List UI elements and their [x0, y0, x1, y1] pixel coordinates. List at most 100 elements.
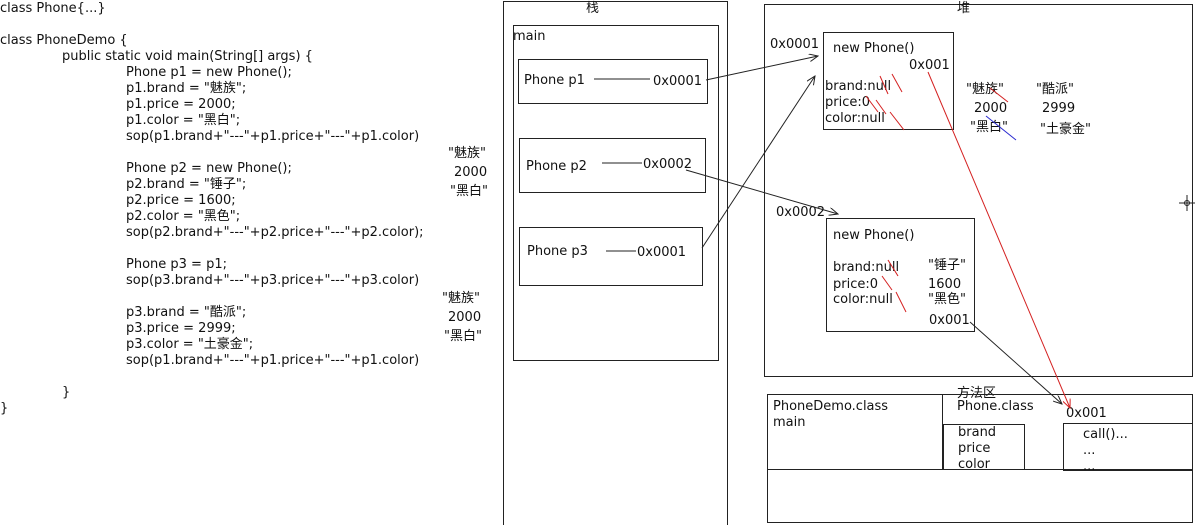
obj1-value: "魅族"	[966, 81, 1004, 97]
code-line: sop(p1.brand+"---"+p1.price+"---"+p1.col…	[126, 129, 419, 144]
obj1-box	[823, 32, 954, 130]
code-line: Phone p3 = p1;	[126, 257, 227, 272]
strike-mark	[865, 95, 879, 113]
obj2-value: 1600	[928, 277, 961, 292]
output-value: "黑白"	[444, 328, 482, 344]
strike-mark	[887, 259, 899, 277]
strike-mark	[985, 115, 1017, 141]
output-value: 2000	[454, 165, 487, 180]
code-line: p1.price = 2000;	[126, 97, 236, 112]
strike-mark	[881, 275, 893, 291]
phone-class-field: price	[958, 441, 990, 456]
code-line: p3.brand = "酷派";	[126, 305, 246, 320]
method-area-title: 方法区	[957, 385, 996, 401]
phone-class-addr: 0x001	[1066, 406, 1107, 421]
phone-class-field: color	[958, 457, 991, 472]
heap-title: 堆	[957, 1, 970, 16]
obj1-value-new: "酷派"	[1036, 82, 1074, 97]
output-value: "黑白"	[450, 183, 488, 199]
strike-mark	[891, 73, 903, 93]
code-line: }	[62, 385, 70, 400]
code-line: p1.brand = "魅族";	[126, 80, 246, 96]
obj1-title: new Phone()	[833, 41, 914, 56]
code-line: p3.color = "土豪金";	[126, 336, 253, 352]
code-line: sop(p1.brand+"---"+p1.price+"---"+p1.col…	[126, 353, 419, 368]
phone-class-method: call()...	[1083, 427, 1128, 442]
demo-class-method: main	[773, 415, 805, 430]
stack-title: 栈	[586, 1, 599, 16]
heap-area: 堆 0x0001 new Phone() 0x001 brand:null pr…	[764, 1, 1193, 377]
output-value: "魅族"	[442, 290, 480, 306]
obj1-value: "黑白"	[970, 119, 1008, 135]
var-p3-addr: 0x0001	[637, 245, 686, 260]
var-p2-addr: 0x0002	[643, 157, 692, 172]
code-line: p2.brand = "锤子";	[126, 177, 246, 192]
code-line: Phone p2 = new Phone();	[126, 161, 292, 176]
obj2-value: "黑色"	[928, 291, 966, 307]
phone-class-field: brand	[958, 425, 996, 440]
code-line: class Phone{...}	[0, 1, 106, 16]
phone-class-methods-box	[1063, 423, 1193, 471]
obj1-value-new: 2999	[1042, 101, 1075, 116]
var-p1-label: Phone p1	[524, 73, 585, 88]
code-panel: class Phone{...} class PhoneDemo { publi…	[0, 1, 488, 416]
reference-arrows	[685, 56, 1070, 408]
output-value: "魅族"	[448, 145, 486, 161]
demo-class-name: PhoneDemo.class	[773, 399, 888, 414]
var-p2-box	[519, 138, 706, 193]
obj2-class-ref: 0x001	[929, 313, 970, 328]
phone-class-method: ...	[1083, 459, 1095, 474]
obj2-value: "锤子"	[928, 258, 966, 273]
output-value: 2000	[448, 310, 481, 325]
code-line: p1.color = "黑白";	[126, 112, 240, 128]
arrow-obj2-to-class	[969, 321, 1062, 404]
code-line: Phone p1 = new Phone();	[126, 65, 292, 80]
obj2-title: new Phone()	[833, 228, 914, 243]
strike-mark	[989, 87, 1009, 103]
var-p3-box	[519, 227, 703, 286]
code-line: class PhoneDemo {	[0, 33, 128, 48]
obj1-field: brand:null	[825, 79, 891, 94]
obj1-value: 2000	[974, 101, 1007, 116]
obj2-addr: 0x0002	[776, 205, 825, 220]
phone-class-method: ...	[1083, 443, 1095, 458]
obj1-class-ref: 0x001	[909, 58, 950, 73]
code-line: sop(p3.brand+"---"+p3.price+"---"+p3.col…	[126, 273, 419, 288]
obj1-field: price:0	[825, 95, 870, 110]
var-p1-box	[518, 59, 708, 104]
strike-mark	[889, 111, 905, 131]
main-frame-label: main	[513, 29, 545, 44]
phone-class-name: Phone.class	[957, 399, 1034, 414]
arrow-obj1-to-class	[927, 71, 1070, 408]
phone-class-fields-box	[943, 424, 1025, 470]
var-p2-label: Phone p2	[526, 159, 587, 174]
obj1-field: color:null	[825, 111, 885, 126]
code-line: }	[0, 401, 8, 416]
code-line: p2.color = "黑色";	[126, 208, 240, 224]
stack-area: 栈 main Phone p1 0x0001 Phone p2 0x0002 P…	[503, 1, 728, 525]
obj1-addr: 0x0001	[770, 37, 819, 52]
var-p1-addr: 0x0001	[653, 74, 702, 89]
strike-mark	[879, 75, 889, 95]
code-line: public static void main(String[] args) {	[62, 49, 313, 64]
strike-mark	[875, 99, 887, 115]
code-line: p3.price = 2999;	[126, 321, 236, 336]
arrow-p3-to-obj1	[701, 76, 815, 249]
obj2-field: price:0	[833, 277, 878, 292]
heap-border	[764, 4, 1193, 377]
obj1-value-new: "土豪金"	[1040, 121, 1091, 137]
code-line: sop(p2.brand+"---"+p2.price+"---"+p2.col…	[126, 225, 424, 240]
stack-border	[503, 1, 728, 525]
obj2-field: brand:null	[833, 260, 899, 275]
var-p3-label: Phone p3	[527, 244, 588, 259]
arrow-p1-to-obj1	[705, 56, 818, 81]
obj2-field: color:null	[833, 292, 893, 307]
main-frame	[513, 25, 719, 361]
arrow-p2-to-obj2	[685, 169, 838, 214]
code-line: p2.price = 1600;	[126, 193, 236, 208]
strike-mark	[895, 291, 907, 313]
obj2-box	[826, 218, 975, 332]
crosshair-cursor-icon	[1179, 195, 1195, 211]
method-area: 方法区 PhoneDemo.class main Phone.class bra…	[767, 385, 1193, 523]
